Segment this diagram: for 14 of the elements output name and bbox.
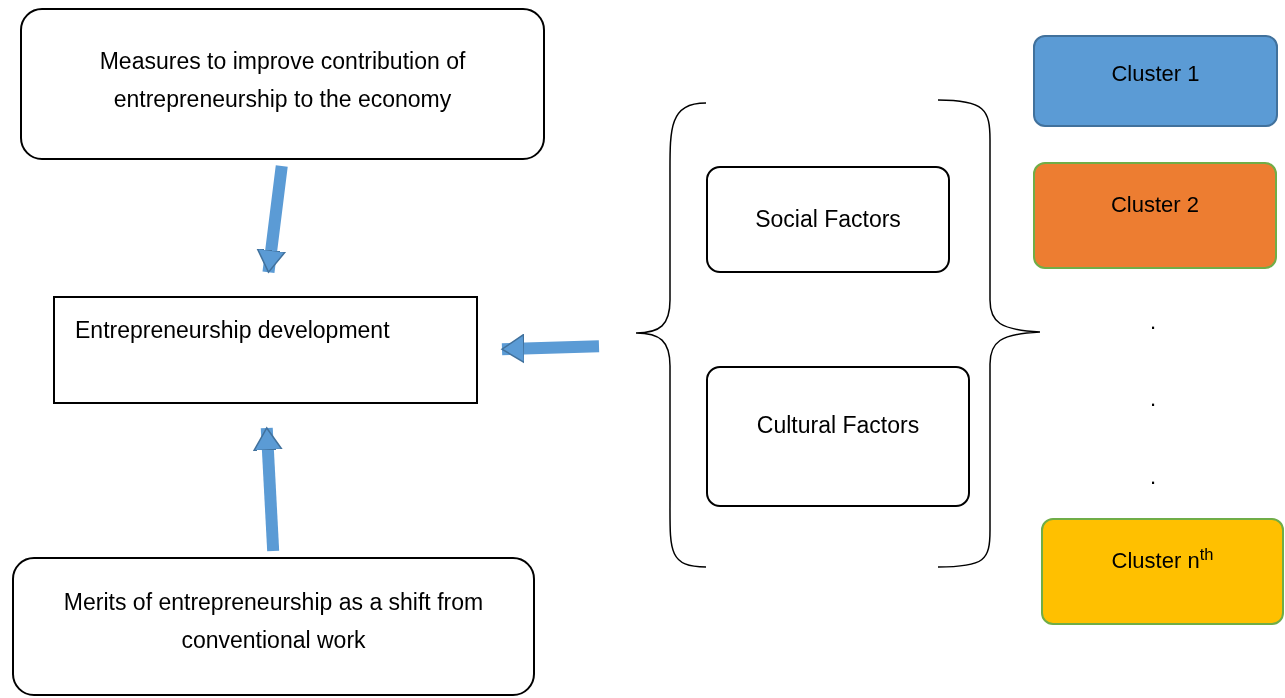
process-box: Entrepreneurship development <box>53 296 478 404</box>
ellipsis-dot: . <box>1150 385 1157 413</box>
block-arrow <box>501 333 600 364</box>
block-arrow <box>253 427 283 552</box>
cluster-box: Cluster n$^{th}$ <box>1041 518 1284 625</box>
cluster-box: Cluster 2 <box>1033 162 1277 269</box>
factor-box: Cultural Factors <box>706 366 970 507</box>
ellipsis-dot: . <box>1150 308 1157 336</box>
factor-box: Social Factors <box>706 166 950 273</box>
cluster-box: Cluster 1 <box>1033 35 1278 127</box>
process-box: Merits of entrepreneurship as a shift from conventional work <box>12 557 535 696</box>
process-box: Measures to improve contribution of entrepreneurship to the economy <box>20 8 545 160</box>
block-arrow <box>256 165 288 273</box>
ellipsis-dot: . <box>1150 463 1157 491</box>
